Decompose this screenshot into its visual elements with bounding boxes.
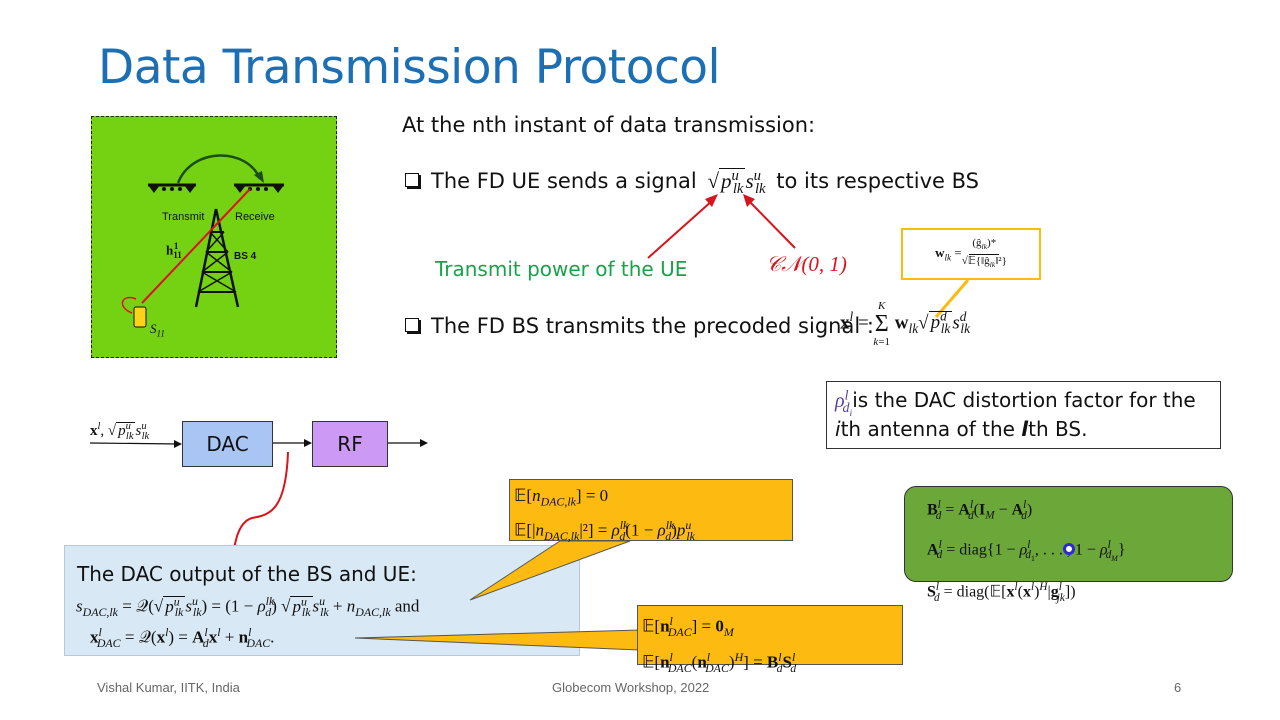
dac-block: DAC — [182, 421, 273, 467]
rf-block: RF — [312, 421, 388, 467]
dac-output-title: The DAC output of the BS and UE: — [77, 562, 417, 586]
receive-label: Receive — [235, 211, 275, 223]
transmit-label: Transmit — [162, 211, 205, 223]
bs-label: BS 4 — [234, 251, 257, 262]
pointer-cursor-icon — [1063, 543, 1075, 555]
bullet1-suffix: to its respective BS — [776, 169, 979, 193]
bullet-box-icon — [405, 173, 419, 187]
ue-signal-formula: √pulksulk — [707, 168, 766, 198]
matrix-definitions-box: Bld = Ald(IM − Ald) Ald = diag{1 − ρld1,… — [904, 486, 1233, 604]
bullet2-prefix: The FD BS transmits the precoded signal … — [431, 314, 874, 338]
bullet-box-icon — [405, 318, 419, 332]
footer-page-number: 6 — [1174, 680, 1182, 695]
intro-text: At the nth instant of data transmission: — [402, 113, 816, 137]
gaussian-label: 𝒞𝒩(0, 1) — [766, 252, 847, 276]
bs-noise-stats-callout: 𝔼[nlDAC] = 0M 𝔼[nlDAC(nlDAC)H] = BldSld — [637, 605, 903, 675]
bullet-ue-signal: The FD UE sends a signal √pulksulk to it… — [405, 168, 979, 198]
bs-dac-output-formula: xlDAC = 𝒬(xl) = Aldxl + nlDAC. — [90, 625, 275, 651]
bullet-bs-precoded: The FD BS transmits the precoded signal … — [405, 314, 874, 338]
footer-author: Vishal Kumar, IITK, India — [97, 680, 240, 695]
network-figure: Transmit Receive h111 BS 4 S11 — [91, 116, 337, 358]
slide-title: Data Transmission Protocol — [98, 40, 721, 95]
user-label: S11 — [150, 321, 165, 339]
dac-distortion-note: ρldiis the DAC distortion factor for the… — [826, 381, 1221, 449]
footer-venue: Globecom Workshop, 2022 — [552, 680, 710, 695]
bullet1-prefix: The FD UE sends a signal — [431, 169, 697, 193]
channel-label: h111 — [166, 241, 182, 260]
transmit-power-label: Transmit power of the UE — [435, 257, 688, 281]
ue-noise-stats-callout: 𝔼[nDAC,lk] = 0 𝔼[|nDAC,lk|²] = ρlkd(1 − … — [509, 479, 793, 543]
precoder-formula-box: wlk = (ĝlk)*√𝔼{‖ĝlk‖²} — [901, 228, 1041, 280]
bs-antenna-figure — [121, 154, 284, 328]
